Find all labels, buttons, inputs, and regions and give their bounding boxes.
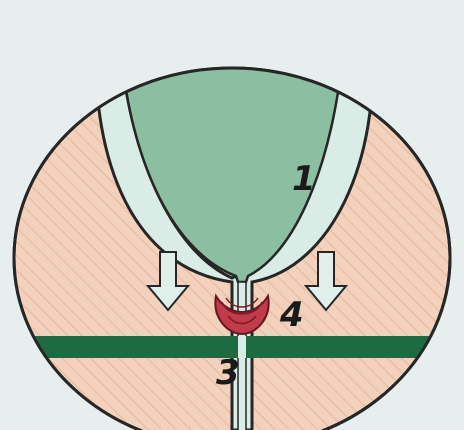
label-4: 4 xyxy=(279,295,304,335)
label-3: 3 xyxy=(216,353,240,393)
label-1: 1 xyxy=(292,159,316,199)
